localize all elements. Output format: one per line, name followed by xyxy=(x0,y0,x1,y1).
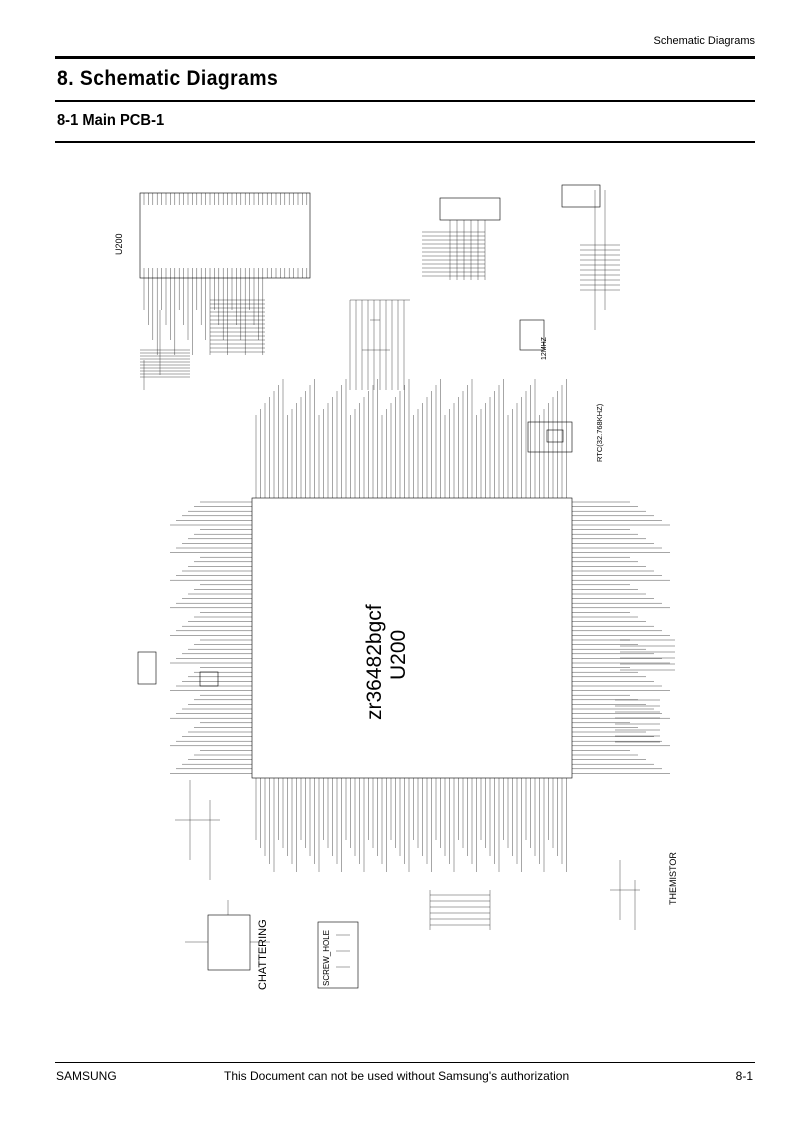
chip-part-label: zr36482bgcf xyxy=(363,604,386,720)
section-title: 8. Schematic Diagrams xyxy=(57,67,279,90)
rtc-label: RTC(32.768KHZ) xyxy=(595,403,604,462)
running-header: Schematic Diagrams xyxy=(653,35,755,47)
top-connector xyxy=(139,192,311,279)
footer-notice: This Document can not be used without Sa… xyxy=(224,1069,570,1083)
thermistor-label: THEMISTOR xyxy=(668,852,678,905)
screw-hole-box xyxy=(317,921,359,989)
screw-hole-label: SCREW_HOLE xyxy=(322,930,331,986)
chip-ref-label: U200 xyxy=(387,630,410,680)
section-subtitle: 8-1 Main PCB-1 xyxy=(57,112,165,129)
chattering-label: CHATTERING xyxy=(257,919,269,990)
page-number: 8-1 xyxy=(735,1069,753,1083)
footer-brand: SAMSUNG xyxy=(56,1069,117,1083)
footer-rule xyxy=(55,1062,755,1063)
header-rule xyxy=(55,56,755,59)
title-rule xyxy=(55,100,755,102)
crystal-label: 12MHZ xyxy=(541,336,548,360)
subtitle-rule xyxy=(55,141,755,143)
small-chip-ref: U200 xyxy=(114,233,124,255)
main-chip xyxy=(251,497,573,779)
schematic-diagram: zr36482bgcf U200 U200 12MHZ RTC(32.768KH… xyxy=(114,184,678,990)
